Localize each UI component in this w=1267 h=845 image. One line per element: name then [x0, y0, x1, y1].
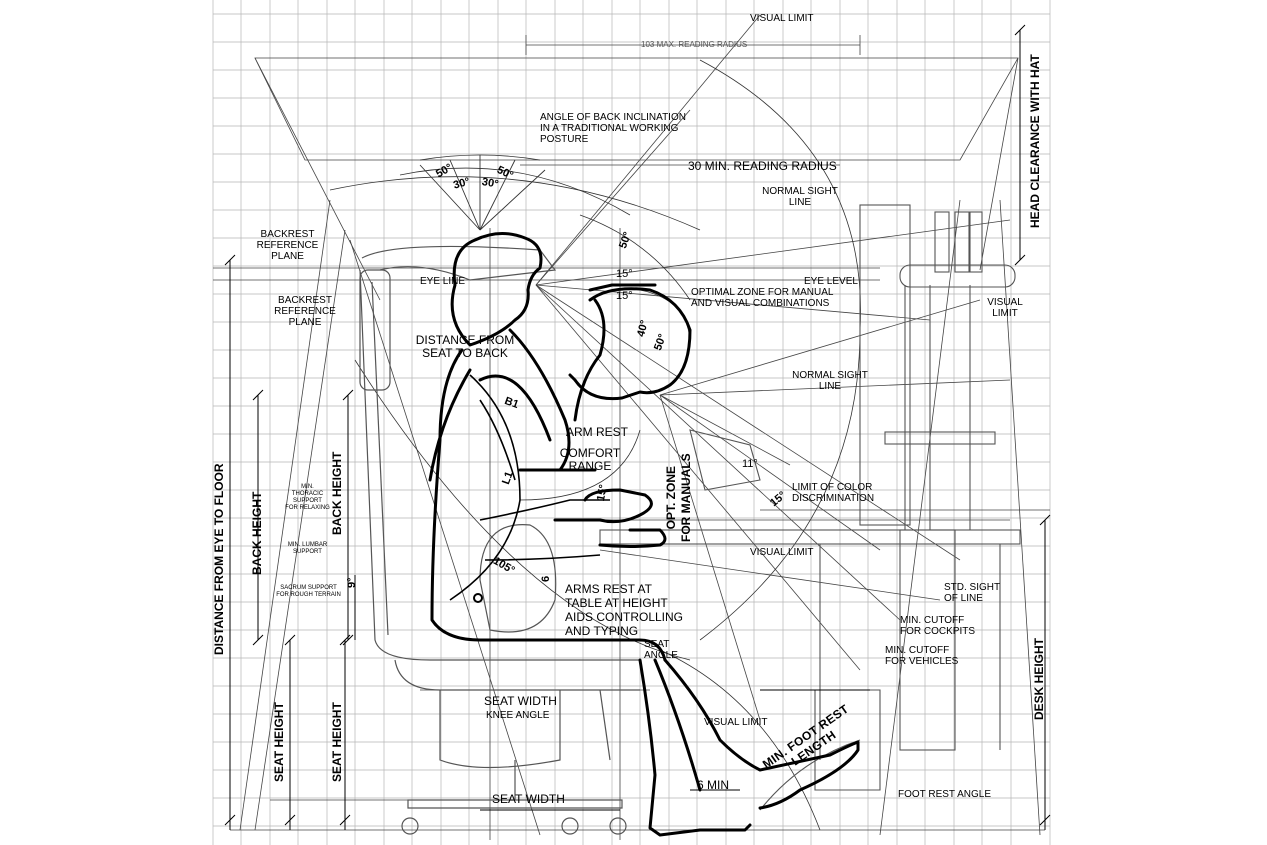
foot-rest-angle-label: FOOT REST ANGLE [898, 789, 991, 800]
distance-eye-floor-label: DISTANCE FROM EYE TO FLOOR [212, 463, 226, 655]
angle-6: 6 [540, 575, 552, 582]
eye-line-label: EYE LINE [420, 276, 466, 287]
head-clearance-label: HEAD CLEARANCE WITH HAT [1028, 54, 1042, 228]
six-min-label: 6 MIN [697, 778, 730, 792]
back-height-label-1: BACK HEIGHT [250, 491, 264, 575]
visual-limit-top-label: VISUAL LIMIT [750, 13, 814, 24]
std-sight-label: STD. SIGHT OF LINE [944, 582, 1001, 604]
backrest-reference-plane-1: BACKREST REFERENCE PLANE [256, 229, 319, 262]
angle-11: 11° [742, 458, 758, 470]
seat-height-label-1: SEAT HEIGHT [272, 702, 286, 782]
seat-width-label-2: SEAT WIDTH [492, 792, 565, 806]
knee-angle-label: KNEE ANGLE [486, 710, 550, 721]
eye-level-label: EYE LEVEL [804, 276, 858, 287]
min-reading-radius-label: 30 MIN. READING RADIUS [688, 159, 837, 173]
back-height-label-2: BACK HEIGHT [330, 451, 344, 535]
sacrum-support-label: SACRUM SUPPORT FOR ROUGH TERRAIN [276, 585, 341, 598]
desk-height-label: DESK HEIGHT [1032, 637, 1046, 720]
angle-of-back-label: ANGLE OF BACK INCLINATION IN A TRADITION… [540, 112, 686, 145]
angle-9: 9° [346, 577, 358, 588]
lumbar-support-label: MIN. LUMBAR SUPPORT [287, 542, 328, 555]
normal-sight-line-top-label: NORMAL SIGHT LINE [762, 186, 838, 208]
limit-color-label: LIMIT OF COLOR DISCRIMINATION [792, 482, 875, 504]
seat-width-label-1: SEAT WIDTH [484, 694, 557, 708]
chair-outline [359, 245, 640, 835]
angle-15-a: 15° [616, 268, 633, 280]
arm-rest-label: ARM REST [566, 425, 629, 439]
max-reading-radius-label: 103 MAX. READING RADIUS [641, 40, 748, 49]
dimension-lines [224, 24, 1051, 830]
seat-height-label-2: SEAT HEIGHT [330, 702, 344, 782]
angle-wedge [419, 155, 546, 231]
seat-angle-label: SEAT ANGLE [644, 639, 678, 661]
radius-arcs [329, 59, 861, 831]
thoracic-support-label: MIN. THORACIC SUPPORT FOR RELAXING [285, 484, 330, 511]
optimal-zone-label: OPTIMAL ZONE FOR MANUAL AND VISUAL COMBI… [691, 287, 834, 309]
comfort-range-label: COMFORT RANGE [559, 446, 621, 473]
opt-zone-label: OPT. ZONE FOR MANUALS [664, 453, 693, 542]
construction-lines [213, 14, 1050, 840]
cutoff-vehicles-label: MIN. CUTOFF FOR VEHICLES [885, 645, 959, 667]
angle-15-b: 15° [616, 290, 633, 302]
desk-equipment [599, 204, 1021, 811]
human-figure [428, 232, 860, 837]
visual-limit-mid-label: VISUAL LIMIT [750, 547, 814, 558]
normal-sight-line-mid-label: NORMAL SIGHT LINE [792, 370, 868, 392]
secondary-figure-lines [449, 374, 610, 601]
visual-limit-right-label: VISUAL LIMIT [987, 297, 1023, 319]
cutoff-cockpits-label: MIN. CUTOFF FOR COCKPITS [900, 615, 976, 637]
distance-seat-back-label: DISTANCE FROM SEAT TO BACK [415, 333, 515, 360]
arms-rest-table-label: ARMS REST AT TABLE AT HEIGHT AIDS CONTRO… [565, 582, 684, 638]
visual-limit-low-label: VISUAL LIMIT [704, 717, 768, 728]
backrest-reference-plane-2: BACKREST REFERENCE PLANE [274, 295, 336, 328]
